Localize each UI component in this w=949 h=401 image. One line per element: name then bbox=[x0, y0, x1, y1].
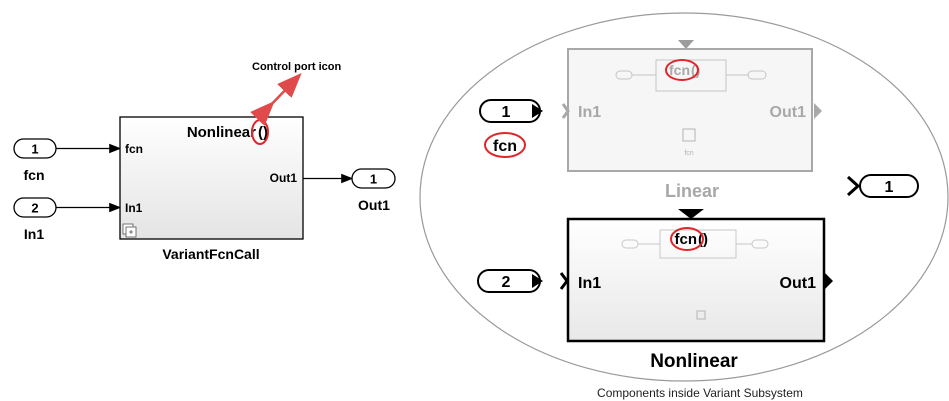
inport-fcn-label: fcn bbox=[24, 167, 45, 183]
annotation-double-arrow bbox=[250, 73, 302, 126]
right-inport-1-number: 1 bbox=[502, 104, 511, 121]
outport-label: Out1 bbox=[358, 197, 390, 213]
linear-port-in1: In1 bbox=[578, 104, 601, 121]
linear-fcn-label: fcn bbox=[669, 62, 690, 78]
control-port-annotation: Control port icon bbox=[252, 61, 341, 73]
inport-in1-number: 2 bbox=[31, 201, 38, 216]
nonlinear-block-name: Nonlinear bbox=[650, 351, 738, 372]
subsystem-name: VariantFcnCall bbox=[162, 246, 259, 262]
inport-fcn-number: 1 bbox=[31, 142, 38, 157]
outport-out1[interactable]: 1 bbox=[351, 168, 396, 189]
inport-in1-label: In1 bbox=[24, 226, 44, 242]
variant-contents-ellipse bbox=[419, 12, 949, 382]
right-outport-1[interactable]: 1 bbox=[846, 174, 919, 198]
subsystem-port-out1: Out1 bbox=[270, 171, 298, 185]
linear-variant-block[interactable]: fcn () In1 Out1 fcn bbox=[561, 40, 822, 172]
nonlinear-port-out1: Out1 bbox=[780, 275, 817, 292]
inport-fcn[interactable]: 1 bbox=[13, 138, 57, 159]
nonlinear-fcn-highlight bbox=[670, 227, 704, 251]
linear-fcn-symbol: () bbox=[691, 62, 700, 78]
subsystem-title: Nonlinear bbox=[187, 124, 256, 141]
nonlinear-variant-block[interactable]: fcn () In1 Out1 bbox=[566, 209, 833, 343]
variant-subsystem-block[interactable]: Nonlinear () fcn In1 Out1 bbox=[119, 116, 304, 240]
variant-caption: Components inside Variant Subsystem bbox=[597, 386, 803, 400]
right-inport-1[interactable]: 1 bbox=[479, 99, 543, 123]
nonlinear-fcn-label: fcn bbox=[675, 231, 698, 248]
variant-badge-icon bbox=[122, 223, 137, 238]
inport-in1[interactable]: 2 bbox=[13, 197, 57, 218]
right-outport-number: 1 bbox=[885, 179, 894, 196]
subsystem-port-fcn: fcn bbox=[125, 142, 143, 156]
linear-fcn-highlight bbox=[665, 59, 699, 81]
right-fcn-highlight bbox=[484, 132, 526, 158]
linear-port-out1: Out1 bbox=[770, 104, 807, 121]
right-inport-2[interactable]: 2 bbox=[477, 269, 569, 293]
right-inport-1-label: fcn bbox=[493, 138, 517, 155]
nonlinear-port-in1: In1 bbox=[578, 275, 601, 292]
linear-small-label: fcn bbox=[684, 150, 693, 157]
right-inport-2-number: 2 bbox=[502, 274, 511, 291]
linear-block-name: Linear bbox=[665, 181, 719, 201]
subsystem-port-in1: In1 bbox=[125, 201, 143, 215]
outport-number: 1 bbox=[370, 172, 377, 187]
control-port-symbol: () bbox=[258, 124, 268, 141]
